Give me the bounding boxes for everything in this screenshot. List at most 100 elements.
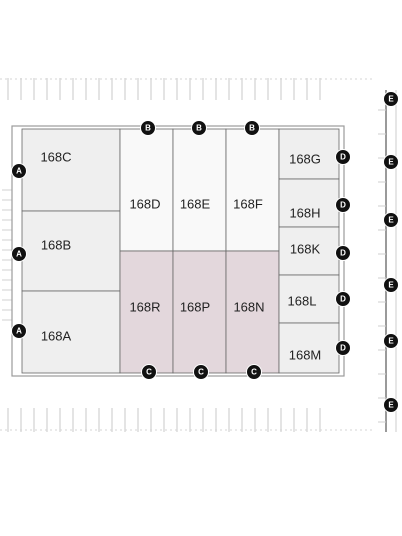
entrance-marker-e[interactable]: E [383,277,399,293]
unit-168a[interactable]: 168A [21,290,121,374]
marker-dot [383,397,399,413]
entrance-marker-d[interactable]: D [335,291,351,307]
marker-letter: C [251,368,257,377]
marker-dot [335,149,351,165]
marker-dot [383,277,399,293]
marker-dot [11,246,27,262]
marker-letter: D [340,249,346,258]
entrance-marker-e[interactable]: E [383,333,399,349]
marker-dot [244,120,260,136]
marker-dot [11,163,27,179]
marker-dot [383,333,399,349]
entrance-marker-c[interactable]: C [193,364,209,380]
entrance-marker-b[interactable]: B [140,120,156,136]
marker-dot [141,364,157,380]
unit-168k[interactable]: 168K [278,226,340,276]
marker-letter: E [388,281,394,290]
marker-dot [335,197,351,213]
unit-label: 168M [289,347,322,362]
marker-letter: D [340,153,346,162]
marker-letter: D [340,201,346,210]
unit-168p[interactable]: 168P [172,250,227,374]
unit-168c[interactable]: 168C [21,128,121,212]
unit-168e[interactable]: 168E [172,128,227,252]
unit-168r[interactable]: 168R [119,250,174,374]
unit-label: 168G [289,151,321,166]
marker-dot [335,340,351,356]
marker-dot [335,245,351,261]
marker-dot [383,212,399,228]
unit-label: 168R [129,299,160,314]
entrance-marker-b[interactable]: B [244,120,260,136]
unit-168g[interactable]: 168G [278,128,340,180]
entrance-marker-d[interactable]: D [335,340,351,356]
unit-shape[interactable] [172,128,227,252]
entrance-marker-e[interactable]: E [383,91,399,107]
unit-168n[interactable]: 168N [225,250,280,374]
marker-letter: B [249,124,255,133]
marker-dot [335,291,351,307]
unit-shape[interactable] [278,322,340,374]
marker-letter: E [388,95,394,104]
unit-168b[interactable]: 168B [21,210,121,292]
entrance-marker-e[interactable]: E [383,397,399,413]
marker-letter: E [388,158,394,167]
unit-shape[interactable] [278,178,340,228]
marker-letter: C [198,368,204,377]
marker-dot [140,120,156,136]
marker-letter: D [340,344,346,353]
entrance-marker-e[interactable]: E [383,212,399,228]
unit-label: 168C [40,149,71,164]
unit-label: 168D [129,196,160,211]
entrance-marker-a[interactable]: A [11,246,27,262]
unit-168f[interactable]: 168F [225,128,280,252]
unit-168m[interactable]: 168M [278,322,340,374]
unit-label: 168A [41,328,72,343]
unit-shape[interactable] [278,226,340,276]
unit-shape[interactable] [225,250,280,374]
entrance-marker-c[interactable]: C [141,364,157,380]
marker-letter: B [196,124,202,133]
marker-letter: E [388,216,394,225]
marker-letter: E [388,401,394,410]
unit-168l[interactable]: 168L [278,274,340,324]
unit-shape[interactable] [278,128,340,180]
marker-dot [383,154,399,170]
unit-shape[interactable] [21,290,121,374]
parking-stripes [0,78,397,432]
unit-label: 168E [180,196,211,211]
entrance-marker-d[interactable]: D [335,149,351,165]
unit-shape[interactable] [172,250,227,374]
marker-letter: C [146,368,152,377]
marker-dot [246,364,262,380]
marker-letter: E [388,337,394,346]
entrance-marker-d[interactable]: D [335,197,351,213]
entrance-marker-e[interactable]: E [383,154,399,170]
unit-shape[interactable] [225,128,280,252]
unit-shape[interactable] [21,128,121,212]
marker-letter: D [340,295,346,304]
unit-shape[interactable] [119,128,174,252]
unit-shape[interactable] [119,250,174,374]
entrance-marker-b[interactable]: B [191,120,207,136]
unit-shape[interactable] [278,274,340,324]
unit-label: 168L [288,293,317,308]
marker-dot [383,91,399,107]
entrance-marker-a[interactable]: A [11,163,27,179]
entrance-marker-d[interactable]: D [335,245,351,261]
entrance-marker-c[interactable]: C [246,364,262,380]
unit-label: 168K [290,241,321,256]
unit-168h[interactable]: 168H [278,178,340,228]
unit-168d[interactable]: 168D [119,128,174,252]
marker-dot [11,323,27,339]
marker-letter: A [16,327,22,336]
entrance-marker-a[interactable]: A [11,323,27,339]
unit-label: 168F [233,196,263,211]
entrance-markers-layer: A A A B B B C C C D D D D D E E E E E E [11,91,399,413]
unit-label: 168H [289,205,320,220]
unit-label: 168B [41,237,71,252]
marker-dot [191,120,207,136]
marker-letter: B [145,124,151,133]
